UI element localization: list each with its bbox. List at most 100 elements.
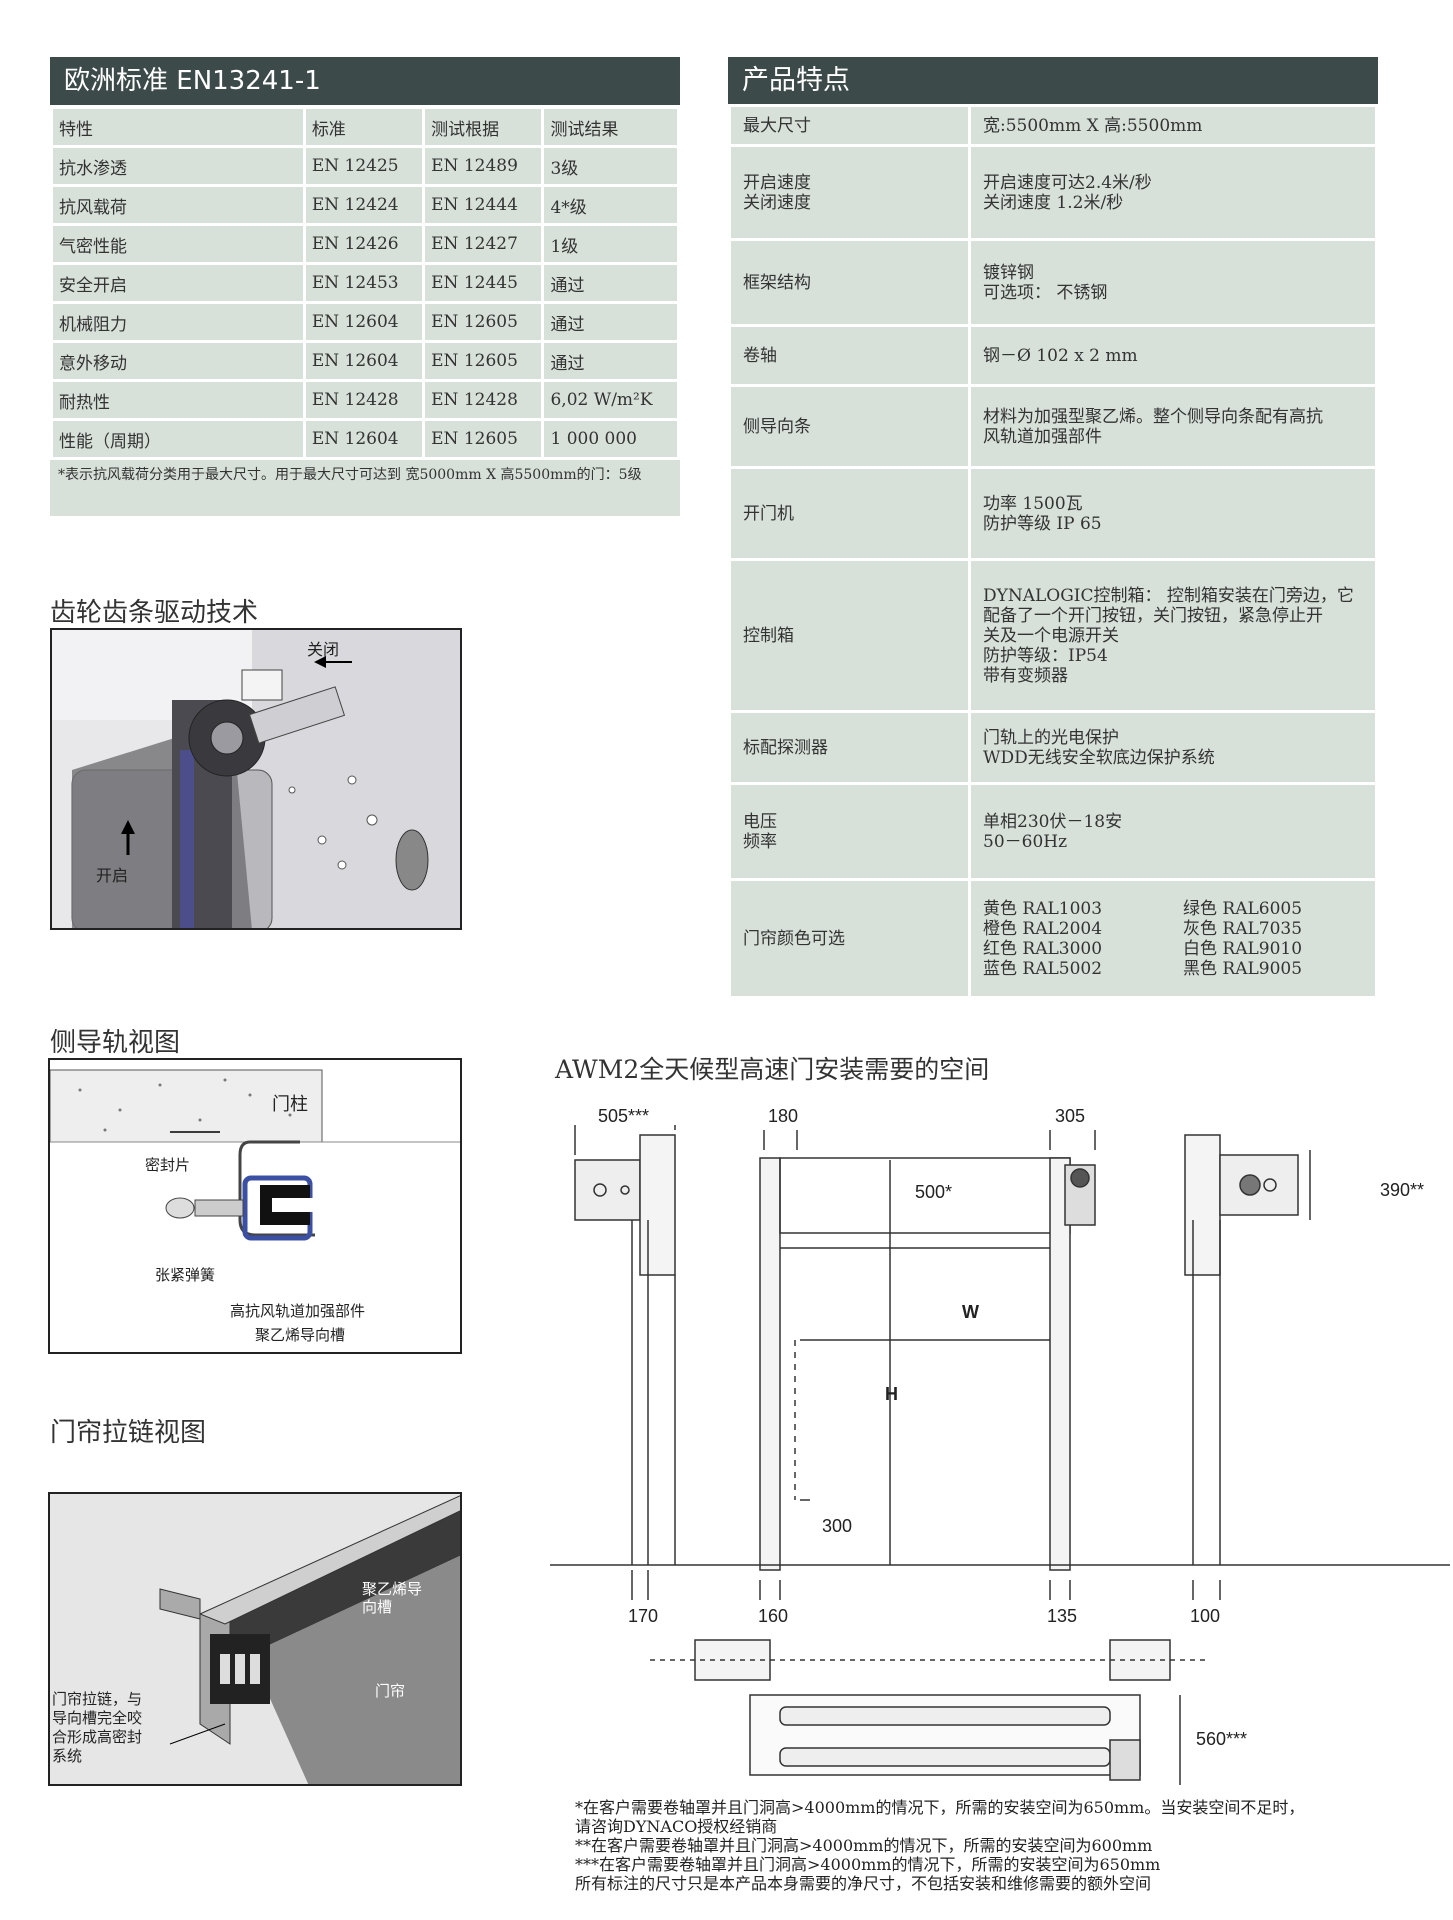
feature-key: 门帘颜色可选 <box>728 878 971 999</box>
dim-160: 160 <box>758 1606 788 1626</box>
table-cell: EN 12445 <box>422 262 545 304</box>
table-cell: EN 12444 <box>422 184 545 226</box>
dim-135: 135 <box>1047 1606 1077 1626</box>
table-cell: EN 12427 <box>422 223 545 265</box>
table-header-cell: 测试结果 <box>541 106 680 148</box>
dim-w: W <box>962 1302 979 1322</box>
table-header-cell: 标准 <box>302 106 426 148</box>
table-cell: EN 12604 <box>302 301 426 343</box>
feature-key: 开启速度 关闭速度 <box>728 144 971 241</box>
footnote: *在客户需要卷轴罩并且门洞高>4000mm的情况下，所需的安装空间为650mm。… <box>575 1798 1305 1817</box>
feature-value: 单相230伏－18安 50－60Hz <box>968 782 1378 881</box>
dim-170: 170 <box>628 1606 658 1626</box>
table-cell: 通过 <box>541 301 680 343</box>
rail-title: 侧导轨视图 <box>50 1028 181 1058</box>
zipper-figure: 聚乙烯导 向槽 门帘 门帘拉链，与 导向槽完全咬 合形成高密封 系统 <box>48 1492 462 1786</box>
install-footnotes: *在客户需要卷轴罩并且门洞高>4000mm的情况下，所需的安装空间为650mm。… <box>575 1798 1435 1893</box>
table-header-row: 特性标准测试根据测试结果 <box>50 106 680 148</box>
footnote: 请咨询DYNACO授权经销商 <box>575 1817 778 1836</box>
feature-value: 门轨上的光电保护 WDD无线安全软底边保护系统 <box>968 710 1378 785</box>
dim-390: 390** <box>1380 1180 1424 1200</box>
table-cell: EN 12604 <box>302 418 426 460</box>
colors-left: 黄色 RAL1003 橙色 RAL2004 红色 RAL3000 蓝色 RAL5… <box>983 898 1103 979</box>
feature-row: 门帘颜色可选黄色 RAL1003 橙色 RAL2004 红色 RAL3000 蓝… <box>728 878 1378 999</box>
table-cell: EN 12605 <box>422 340 545 382</box>
table-cell: 1级 <box>541 223 680 265</box>
table-cell: 抗风载荷 <box>50 184 306 226</box>
table-cell: EN 12604 <box>302 340 426 382</box>
feature-row: 电压 频率单相230伏－18安 50－60Hz <box>728 782 1378 881</box>
zipper-groove-label: 聚乙烯导 向槽 <box>362 1580 423 1616</box>
gear-close-label: 关闭 <box>307 640 340 659</box>
dim-180: 180 <box>768 1106 798 1126</box>
table-cell: EN 12453 <box>302 262 426 304</box>
table-cell: 意外移动 <box>50 340 306 382</box>
features-title: 产品特点 <box>728 57 1378 105</box>
feature-key: 框架结构 <box>728 238 971 327</box>
table-cell: EN 12428 <box>422 379 545 421</box>
feature-key: 最大尺寸 <box>728 104 971 147</box>
feature-row: 最大尺寸宽:5500mm X 高:5500mm <box>728 104 1378 147</box>
feature-key: 侧导向条 <box>728 384 971 469</box>
gear-drive-illustration <box>52 630 460 928</box>
dim-505: 505*** <box>598 1106 649 1126</box>
dim-300: 300 <box>822 1516 852 1536</box>
rail-pillar-label: 门柱 <box>272 1094 308 1115</box>
table-header-cell: 测试根据 <box>422 106 545 148</box>
table-cell: 6,02 W/m²K <box>541 379 680 421</box>
table-cell: EN 12489 <box>422 145 545 187</box>
dim-560: 560*** <box>1196 1729 1247 1749</box>
dim-500: 500* <box>915 1182 952 1202</box>
dim-100: 100 <box>1190 1606 1220 1626</box>
feature-value: DYNALOGIC控制箱： 控制箱安装在门旁边，它 配备了一个开门按钮，关门按钮… <box>968 558 1378 713</box>
table-cell: 气密性能 <box>50 223 306 265</box>
footnote: 所有标注的尺寸只是本产品本身需要的净尺寸，不包括安装和维修需要的额外空间 <box>575 1874 1152 1893</box>
table-cell: EN 12605 <box>422 418 545 460</box>
install-drawing: 505*** 180 305 390** 500* W H 300 170 16… <box>550 1106 1450 1785</box>
table-cell: EN 12605 <box>422 301 545 343</box>
feature-value: 材料为加强型聚乙烯。整个侧导向条配有高抗 风轨道加强部件 <box>968 384 1378 469</box>
feature-row: 侧导向条材料为加强型聚乙烯。整个侧导向条配有高抗 风轨道加强部件 <box>728 384 1378 469</box>
rail-illustration <box>50 1069 460 1241</box>
rail-figure: 门柱 密封片 张紧弹簧 高抗风轨道加强部件 聚乙烯导向槽 <box>48 1058 462 1354</box>
feature-row: 开启速度 关闭速度开启速度可达2.4米/秒 关闭速度 1.2米/秒 <box>728 144 1378 241</box>
feature-row: 卷轴钢－Ø 102 x 2 mm <box>728 324 1378 387</box>
rail-reinforce-label: 高抗风轨道加强部件 <box>230 1302 366 1320</box>
table-cell: EN 12425 <box>302 145 426 187</box>
feature-key: 卷轴 <box>728 324 971 387</box>
feature-row: 开门机功率 1500瓦 防护等级 IP 65 <box>728 466 1378 561</box>
rail-seal-label: 密封片 <box>145 1156 191 1174</box>
table-cell: 通过 <box>541 340 680 382</box>
feature-value: 开启速度可达2.4米/秒 关闭速度 1.2米/秒 <box>968 144 1378 241</box>
feature-value: 宽:5500mm X 高:5500mm <box>968 104 1378 147</box>
gear-drive-figure: 关闭 开启 <box>50 628 462 930</box>
dim-h: H <box>885 1384 898 1404</box>
table-cell: 耐热性 <box>50 379 306 421</box>
gear-open-label: 开启 <box>96 866 129 885</box>
table-cell: 3级 <box>541 145 680 187</box>
table-cell: 性能（周期） <box>50 418 306 460</box>
zipper-zip-label: 门帘拉链，与 导向槽完全咬 合形成高密封 系统 <box>52 1690 143 1765</box>
table-cell: 通过 <box>541 262 680 304</box>
feature-value: 镀锌钢 可选项： 不锈钢 <box>968 238 1378 327</box>
table-cell: 机械阻力 <box>50 301 306 343</box>
en-table-note: *表示抗风载荷分类用于最大尺寸。用于最大尺寸可达到 宽5000mm X 高550… <box>50 460 680 516</box>
dim-305: 305 <box>1055 1106 1085 1126</box>
table-cell: 4*级 <box>541 184 680 226</box>
feature-key: 电压 频率 <box>728 782 971 881</box>
zipper-title: 门帘拉链视图 <box>50 1418 207 1448</box>
zipper-illustration <box>159 1495 460 1784</box>
rail-spring-label: 张紧弹簧 <box>155 1266 216 1284</box>
feature-value: 钢－Ø 102 x 2 mm <box>968 324 1378 387</box>
table-header-cell: 特性 <box>50 106 306 148</box>
feature-value: 功率 1500瓦 防护等级 IP 65 <box>968 466 1378 561</box>
zipper-curtain-label: 门帘 <box>375 1682 406 1700</box>
